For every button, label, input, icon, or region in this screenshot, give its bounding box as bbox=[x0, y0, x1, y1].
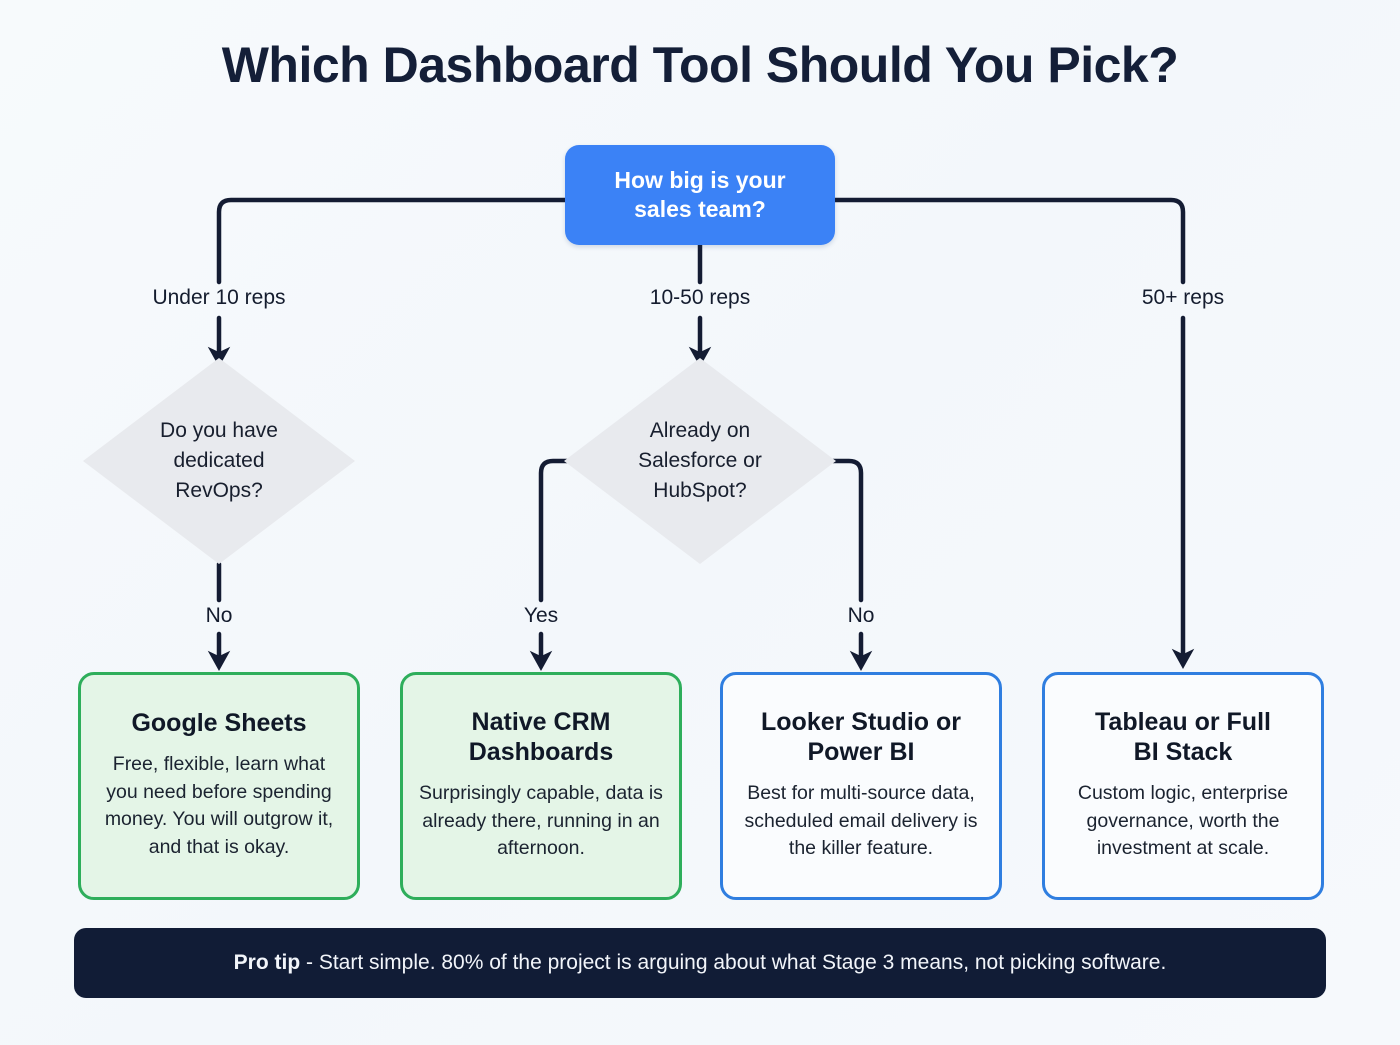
connector-diamond2-yes bbox=[538, 458, 581, 603]
root-question-text: How big is your sales team? bbox=[614, 166, 785, 225]
decision-crm-line1: Already on bbox=[649, 419, 751, 443]
outcome-looker-powerbi-title-line2: Power BI bbox=[807, 738, 915, 767]
decision-crm-text: Already on Salesforce or HubSpot? bbox=[602, 416, 798, 505]
node-outcome-google-sheets[interactable]: Google Sheets Free, flexible, learn what… bbox=[78, 672, 360, 900]
pro-tip-body: - Start simple. 80% of the project is ar… bbox=[300, 951, 1167, 974]
outcome-tableau-bi-title-line2: BI Stack bbox=[1133, 738, 1233, 767]
root-question-line2: sales team? bbox=[634, 196, 766, 222]
connector-root-to-left bbox=[216, 197, 703, 285]
decision-crm-line2: Salesforce or bbox=[638, 449, 762, 473]
node-outcome-native-crm[interactable]: Native CRM Dashboards Surprisingly capab… bbox=[400, 672, 682, 900]
outcome-looker-powerbi-title: Looker Studio or Power BI bbox=[761, 707, 961, 768]
outcome-google-sheets-body: Free, flexible, learn what you need befo… bbox=[104, 752, 334, 858]
outcome-tableau-bi-title: Tableau or Full BI Stack bbox=[1095, 707, 1271, 768]
node-outcome-tableau-bi[interactable]: Tableau or Full BI Stack Custom logic, e… bbox=[1042, 672, 1324, 900]
decision-revops-line3: RevOps? bbox=[175, 478, 263, 502]
connector-root-to-right bbox=[697, 197, 1186, 285]
outcome-native-crm-body: Surprisingly capable, data is already th… bbox=[419, 781, 663, 860]
decision-revops-text: Do you have dedicated RevOps? bbox=[121, 416, 317, 505]
outcome-native-crm-title: Native CRM Dashboards bbox=[469, 707, 613, 768]
node-decision-crm[interactable]: Already on Salesforce or HubSpot? bbox=[564, 358, 836, 564]
pro-tip-text: Pro tip - Start simple. 80% of the proje… bbox=[234, 951, 1167, 975]
decision-revops-line2: dedicated bbox=[173, 449, 265, 473]
outcome-tableau-bi-body: Custom logic, enterprise governance, wor… bbox=[1077, 781, 1289, 860]
page-title: Which Dashboard Tool Should You Pick? bbox=[221, 37, 1179, 93]
root-question-line1: How big is your bbox=[614, 166, 786, 193]
outcome-native-crm-title-line2: Dashboards bbox=[468, 738, 614, 767]
outcome-native-crm-title-line1: Native CRM bbox=[471, 707, 611, 736]
edge-label-crm-no: No bbox=[847, 604, 875, 627]
outcome-looker-powerbi-title-line1: Looker Studio or bbox=[761, 707, 961, 736]
decision-crm-line3: HubSpot? bbox=[653, 478, 747, 502]
outcome-tableau-bi-title-line1: Tableau or Full bbox=[1095, 707, 1271, 736]
pro-tip-banner: Pro tip - Start simple. 80% of the proje… bbox=[74, 928, 1326, 998]
edge-label-50-plus-reps: 50+ reps bbox=[1141, 286, 1225, 309]
edge-label-crm-yes: Yes bbox=[523, 604, 559, 627]
node-outcome-looker-powerbi[interactable]: Looker Studio or Power BI Best for multi… bbox=[720, 672, 1002, 900]
edge-label-revops-no: No bbox=[205, 604, 233, 627]
connector-diamond2-no bbox=[819, 458, 864, 603]
node-decision-revops[interactable]: Do you have dedicated RevOps? bbox=[83, 358, 355, 564]
edge-label-10-50-reps: 10-50 reps bbox=[649, 286, 751, 309]
node-root-question[interactable]: How big is your sales team? bbox=[565, 145, 835, 245]
outcome-google-sheets-title-line1: Google Sheets bbox=[131, 709, 307, 738]
pro-tip-label: Pro tip bbox=[233, 951, 301, 974]
edge-label-under-10-reps: Under 10 reps bbox=[152, 286, 286, 309]
outcome-google-sheets-title: Google Sheets bbox=[131, 708, 306, 739]
decision-revops-line1: Do you have bbox=[160, 419, 278, 443]
outcome-looker-powerbi-body: Best for multi-source data, scheduled em… bbox=[744, 781, 978, 860]
